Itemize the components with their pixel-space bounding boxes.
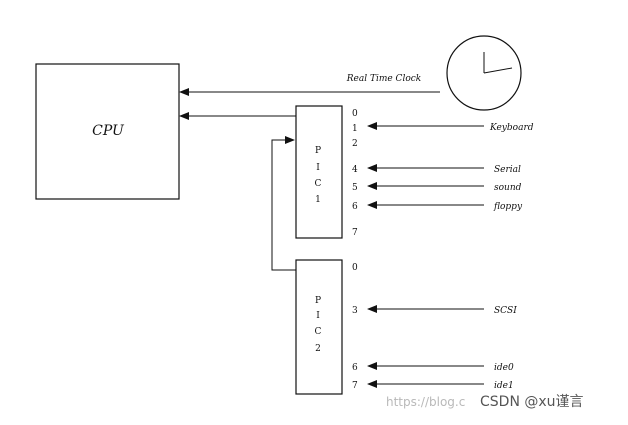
pic1-pin-7: 7 [352,228,358,238]
svg-text:C: C [315,179,322,189]
pic2-pin-7: 7 [352,381,358,391]
svg-text:I: I [316,311,320,321]
pic2-pin-3: 3 [352,306,358,316]
pic2-label: P I C 2 [315,296,322,354]
clock-label: Real Time Clock [346,74,422,84]
svg-text:C: C [315,327,322,337]
watermark-faded: https://blog.c [386,395,465,409]
watermark-brand: CSDN @xu谨言 [480,394,584,410]
pic2-pin-0: 0 [352,263,358,273]
pic2-box [295,259,343,395]
keyboard-label: Keyboard [489,123,534,133]
cascade-connector [271,136,296,271]
pic1-label: P I C 1 [315,146,322,205]
svg-text:P: P [315,296,321,306]
pic1-pin-2: 2 [352,139,358,149]
ide0-label: ide0 [494,363,514,373]
pic2-pin-6: 6 [352,363,358,373]
pic1-pin-4: 4 [352,165,358,175]
pic1-box [295,105,343,239]
pic1-pin-0: 0 [352,109,358,119]
serial-label: Serial [494,165,521,175]
svg-text:2: 2 [315,344,321,354]
sound-label: sound [494,183,522,193]
floppy-label: floppy [493,202,523,212]
pic1-pin-1: 1 [352,124,358,134]
clock-icon [446,35,522,111]
ide1-label: ide1 [494,381,514,391]
scsi-label: SCSI [494,306,517,316]
svg-text:P: P [315,146,321,156]
svg-text:I: I [316,163,320,173]
svg-text:1: 1 [315,195,321,205]
cpu-label: CPU [92,123,125,139]
pic1-pin-5: 5 [352,183,358,193]
cpu-box [35,63,180,200]
pic1-pin-6: 6 [352,202,358,212]
